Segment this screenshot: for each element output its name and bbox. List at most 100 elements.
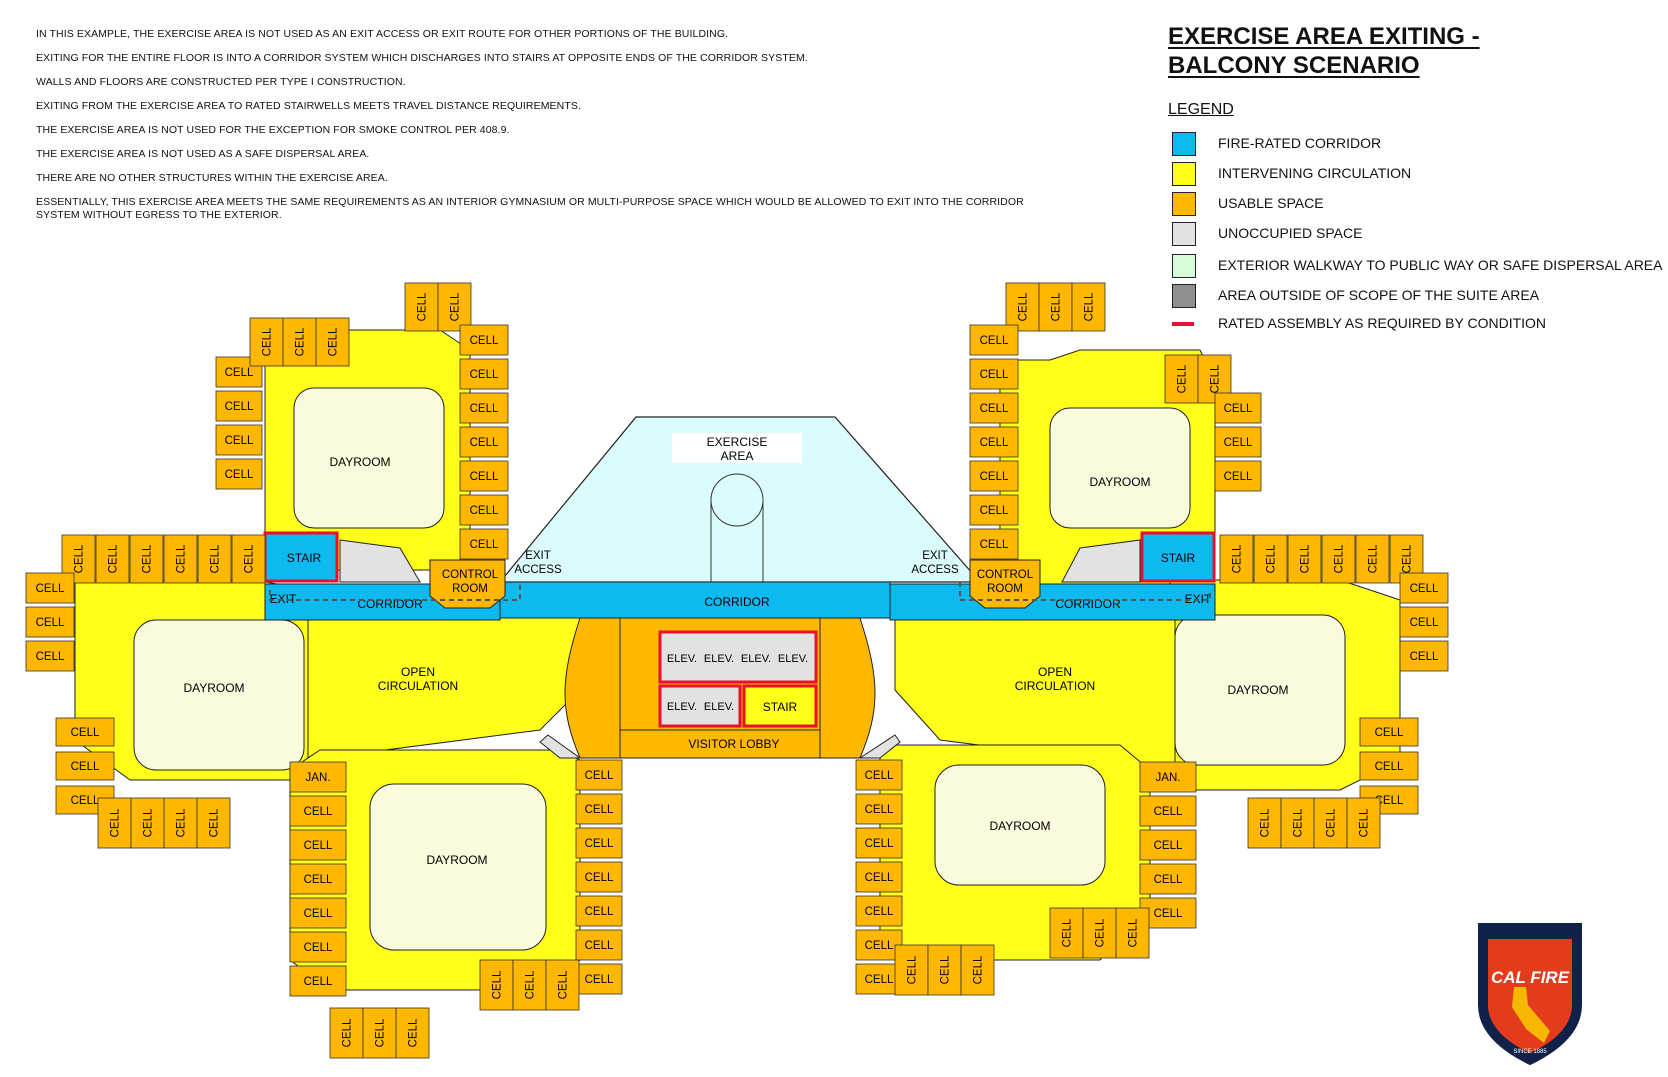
cell-label: CELL xyxy=(1210,364,1222,393)
dayroom-upper-left-label: DAYROOM xyxy=(329,455,390,469)
cell-box xyxy=(545,959,580,1011)
cell-label: CELL xyxy=(225,401,254,413)
cell-label: CELL xyxy=(225,367,254,379)
cell-room: CELL xyxy=(960,944,995,996)
cell-room: CELL xyxy=(55,751,115,781)
cell-label: CELL xyxy=(304,806,333,818)
cell-label: CELL xyxy=(865,804,894,816)
cell-label: CELL xyxy=(980,471,1009,483)
cell-room: CELL xyxy=(215,424,263,456)
cell-box xyxy=(1247,797,1282,849)
cell-group: CELL CELL CELL CELL CELL CELL CELL CELL CELL CELL… xyxy=(25,282,1449,1059)
cell-box xyxy=(894,944,929,996)
label-line-2: CIRCULATION xyxy=(378,679,458,693)
cell-box xyxy=(575,861,623,893)
cell-room: CELL xyxy=(282,317,317,367)
cell-label: CELL xyxy=(1154,840,1183,852)
cell-room: CELL xyxy=(575,759,623,791)
cell-room: CELL xyxy=(459,324,509,356)
corridor-right xyxy=(889,583,1216,621)
cell-label: CELL xyxy=(980,505,1009,517)
visitor-lobby xyxy=(619,729,821,759)
cell-label: JAN. xyxy=(306,772,331,784)
dayroom-upper-right xyxy=(1049,407,1191,529)
legend-swatch xyxy=(1172,284,1196,308)
cell-room: CELL xyxy=(512,959,547,1011)
note-3: WALLS AND FLOORS ARE CONSTRUCTED PER TYP… xyxy=(36,76,406,88)
logo-since: SINCE 1885 xyxy=(1513,1049,1547,1055)
cell-box xyxy=(196,797,231,849)
title-line-2: BALCONY SCENARIO xyxy=(1168,52,1420,79)
cell-room: CELL xyxy=(1139,863,1197,895)
cell-box xyxy=(1214,392,1262,424)
cell-box xyxy=(459,426,509,458)
cell-room: CELL xyxy=(575,929,623,961)
cell-box xyxy=(575,793,623,825)
cell-box xyxy=(969,460,1019,492)
cell-box xyxy=(437,282,472,332)
label-line-2: ACCESS xyxy=(911,564,959,576)
cell-label: CELL xyxy=(328,327,340,356)
cell-label: CELL xyxy=(143,808,155,837)
cell-label: CELL xyxy=(1062,918,1074,947)
label-line-2: ROOM xyxy=(987,583,1023,595)
egress-path-right xyxy=(959,582,1211,601)
note-4: EXITING FROM THE EXERCISE AREA TO RATED … xyxy=(36,100,581,112)
dayroom-lower-right-label: DAYROOM xyxy=(989,819,1050,833)
cell-label: CELL xyxy=(1095,918,1107,947)
cell-label: CELL xyxy=(1410,617,1439,629)
cell-box xyxy=(97,797,132,849)
cell-label: CELL xyxy=(907,955,919,984)
cell-box xyxy=(282,317,317,367)
cell-room: CELL xyxy=(289,829,347,861)
cell-box xyxy=(289,965,347,997)
cell-label: CELL xyxy=(176,808,188,837)
cell-box xyxy=(1214,426,1262,458)
cell-box xyxy=(55,751,115,781)
egress-path-left xyxy=(269,582,521,601)
cell-label: CELL xyxy=(865,974,894,986)
cell-room: CELL xyxy=(25,572,75,604)
note-1: IN THIS EXAMPLE, THE EXERCISE AREA IS NO… xyxy=(36,28,729,40)
cell-room: CELL xyxy=(459,494,509,526)
curved-stair-left xyxy=(564,617,621,759)
label-line-2: AREA xyxy=(721,449,754,463)
cell-box xyxy=(289,795,347,827)
logo-text: CAL FIRE xyxy=(1491,968,1570,987)
cell-box xyxy=(129,534,164,584)
cell-box xyxy=(1139,795,1197,827)
cell-room: CELL xyxy=(927,944,962,996)
cell-box xyxy=(1359,751,1419,781)
cell-box xyxy=(969,528,1019,560)
unoccupied-left-upper xyxy=(339,539,421,583)
cell-label: CELL xyxy=(1084,292,1096,321)
legend-swatch xyxy=(1172,132,1196,156)
cell-room: CELL xyxy=(1049,907,1084,959)
cell-label: CELL xyxy=(1334,544,1346,573)
cell-room: CELL xyxy=(1247,797,1282,849)
dayroom-lower-left xyxy=(369,783,547,951)
cell-box xyxy=(855,861,903,893)
cell-box xyxy=(1139,829,1197,861)
cell-label: CELL xyxy=(940,955,952,984)
cell-label: CELL xyxy=(865,770,894,782)
cell-label: CELL xyxy=(980,437,1009,449)
cell-label: JAN. xyxy=(1156,772,1181,784)
cell-label: CELL xyxy=(36,651,65,663)
elevator-label: ELEV. xyxy=(667,701,697,713)
cell-room: CELL xyxy=(289,795,347,827)
cell-box xyxy=(855,793,903,825)
cell-room: CELL xyxy=(1139,795,1197,827)
cell-room: CELL xyxy=(163,797,198,849)
cell-box xyxy=(575,929,623,961)
cell-label: CELL xyxy=(1266,544,1278,573)
corridor-center xyxy=(499,581,891,619)
cell-label: CELL xyxy=(210,544,222,573)
cell-room: CELL xyxy=(289,931,347,963)
cell-label: CELL xyxy=(865,906,894,918)
cell-label: CELL xyxy=(304,908,333,920)
cell-label: CELL xyxy=(1326,808,1338,837)
